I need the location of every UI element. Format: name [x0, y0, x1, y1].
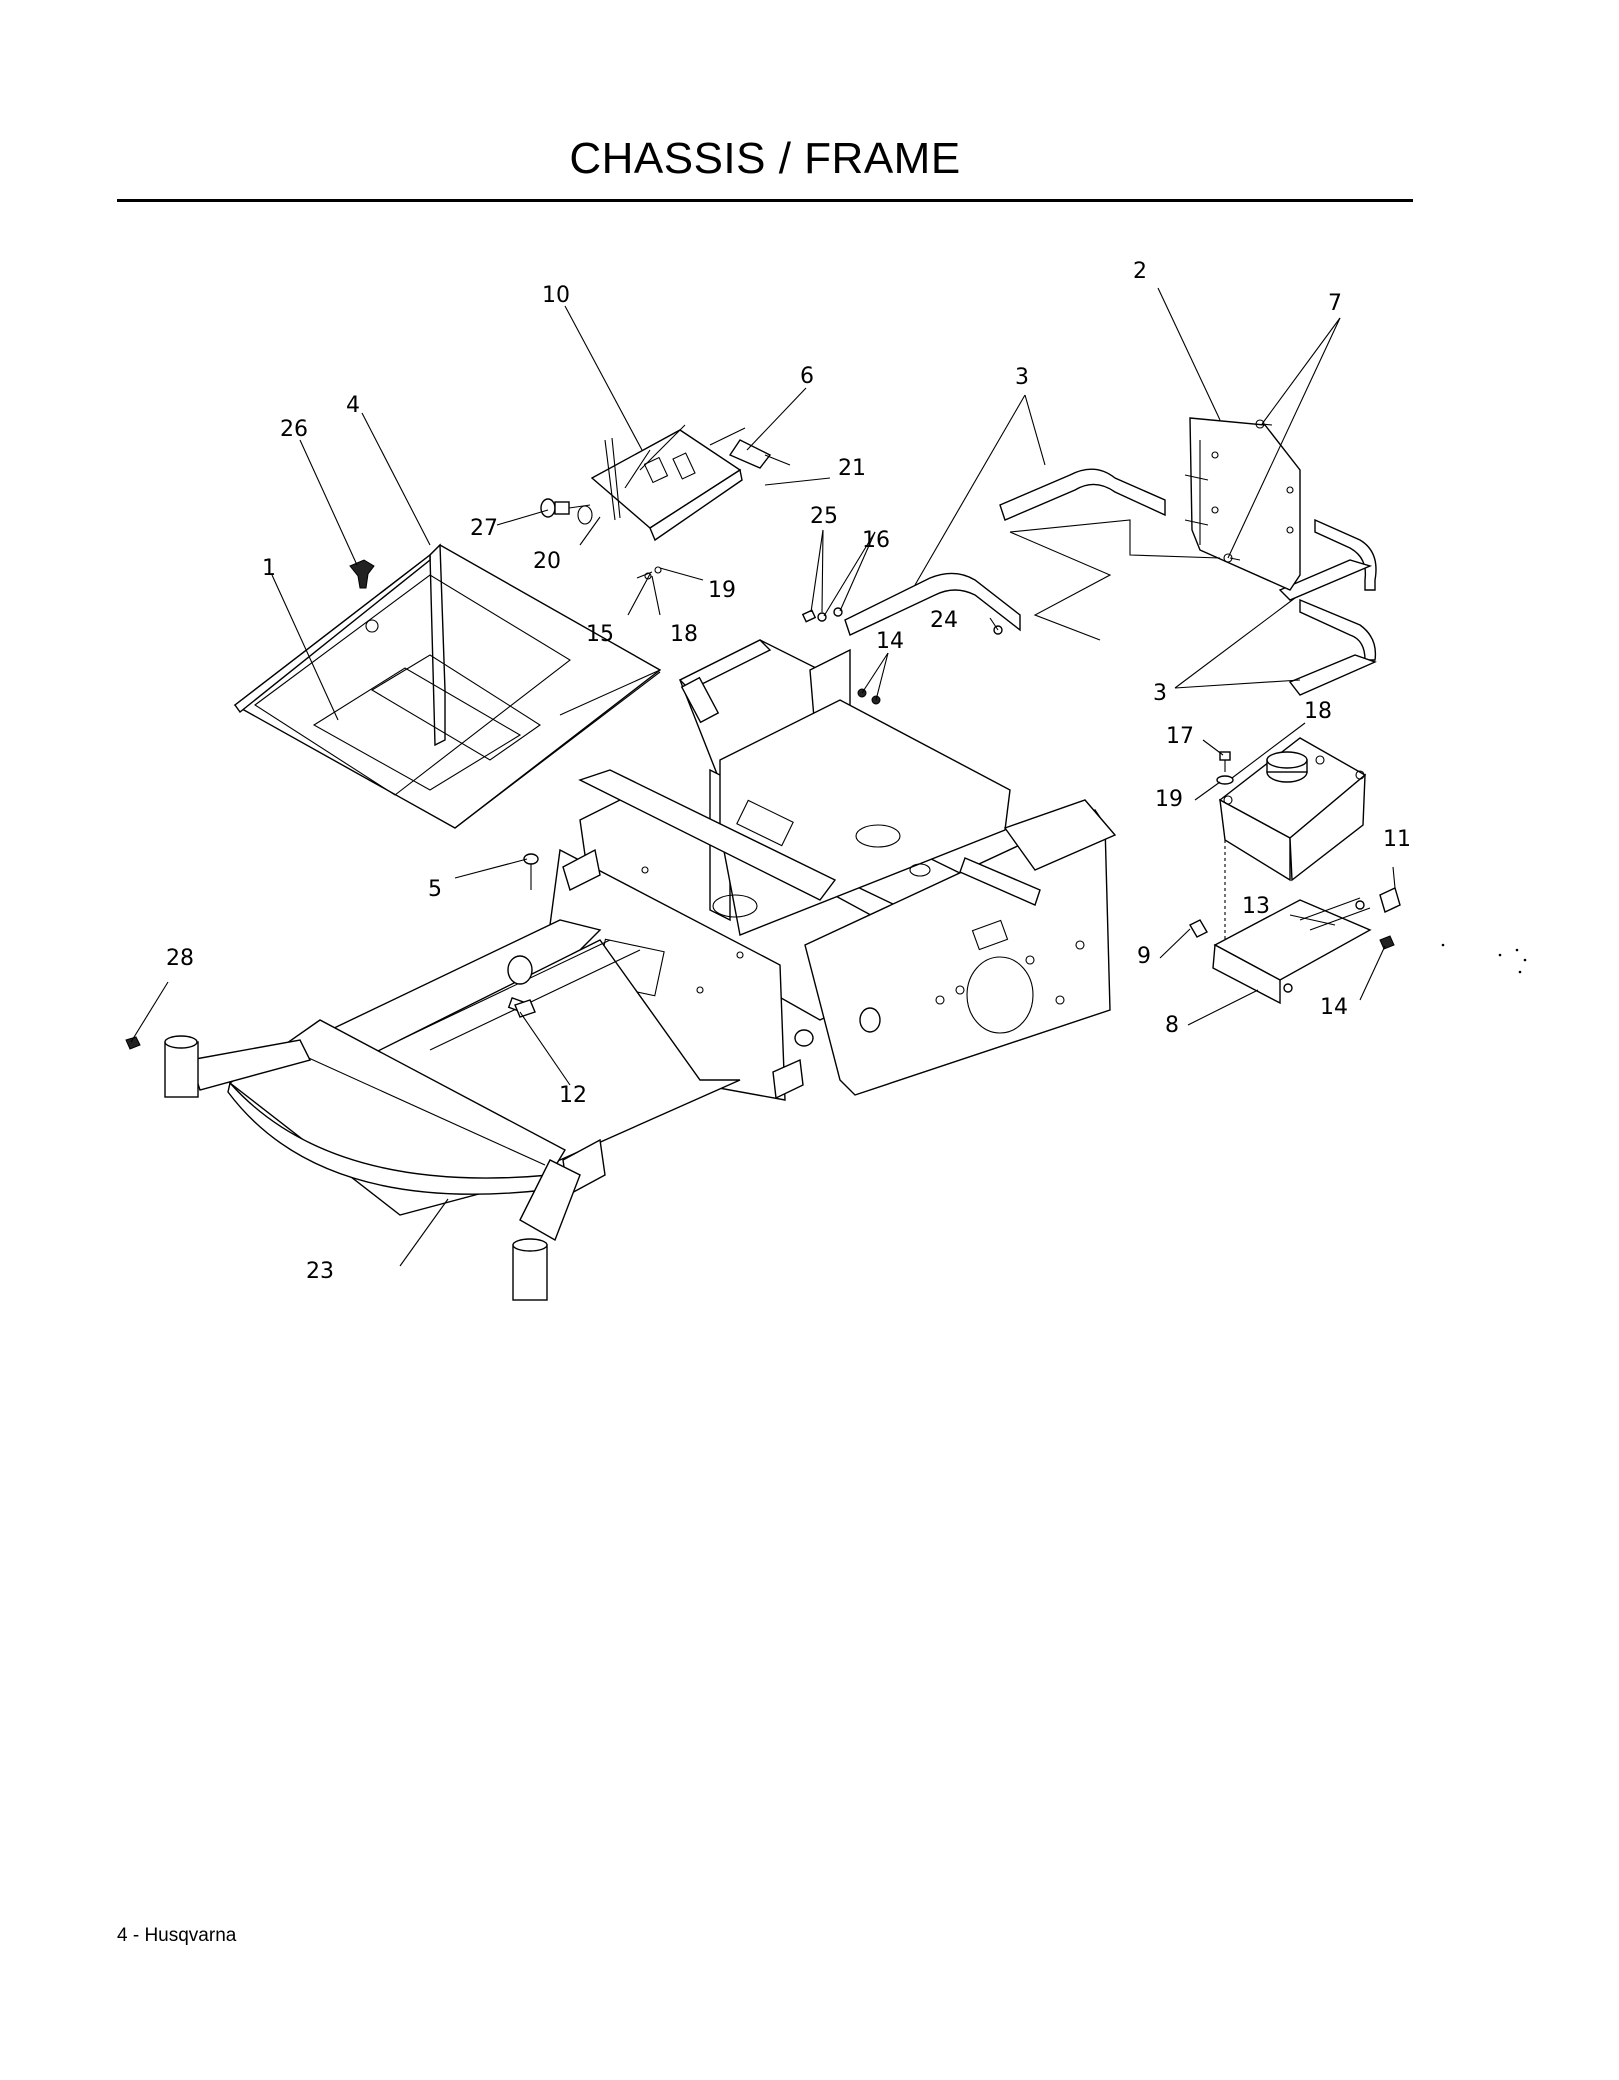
- callout-12: 12: [559, 1083, 587, 1108]
- console-plate: [590, 424, 791, 542]
- callout-16: 16: [862, 528, 890, 553]
- callout-4: 4: [346, 393, 360, 418]
- knob-part-26: [349, 559, 375, 589]
- leader-lines: [130, 287, 1396, 1267]
- rops-bars: [844, 417, 1377, 696]
- page-footer: 4 - Husqvarna: [117, 1925, 237, 1946]
- callout-labels: 1 2 3 3 4 5 6 7 8 9 10 11 12 13 14 14 15…: [166, 259, 1411, 1284]
- callout-18-tank: 18: [1304, 699, 1332, 724]
- callout-14-tank: 14: [1320, 995, 1348, 1020]
- title-divider: [117, 199, 1413, 202]
- callout-28: 28: [166, 946, 194, 971]
- callout-9: 9: [1137, 944, 1151, 969]
- callout-23: 23: [306, 1259, 334, 1284]
- floor-pan: [233, 543, 662, 829]
- callout-3-bottom: 3: [1153, 681, 1167, 706]
- callout-20: 20: [533, 549, 561, 574]
- callout-17: 17: [1166, 724, 1194, 749]
- callout-6: 6: [800, 364, 814, 389]
- knob-part-27: [540, 498, 593, 525]
- callout-27: 27: [470, 516, 498, 541]
- callout-5: 5: [428, 877, 442, 902]
- front-bumper: [125, 1019, 581, 1301]
- callout-21: 21: [838, 456, 866, 481]
- callout-8: 8: [1165, 1013, 1179, 1038]
- callout-26: 26: [280, 417, 308, 442]
- callout-7: 7: [1328, 291, 1342, 316]
- callout-3-top: 3: [1015, 365, 1029, 390]
- callout-13: 13: [1242, 894, 1270, 919]
- callout-10: 10: [542, 283, 570, 308]
- fuel-tank-assembly: [1189, 737, 1401, 1005]
- callout-24: 24: [930, 608, 958, 633]
- callout-18-console: 18: [670, 622, 698, 647]
- callout-25: 25: [810, 504, 838, 529]
- callout-11: 11: [1383, 827, 1411, 852]
- scan-specks: [1441, 943, 1527, 974]
- callout-19-tank: 19: [1155, 787, 1183, 812]
- callout-1: 1: [262, 556, 276, 581]
- callout-19-console: 19: [708, 578, 736, 603]
- callout-2: 2: [1133, 259, 1147, 284]
- callout-15: 15: [586, 622, 614, 647]
- callout-14-frame: 14: [876, 629, 904, 654]
- chassis-exploded-diagram: 1 2 3 3 4 5 6 7 8 9 10 11 12 13 14 14 15…: [125, 259, 1527, 1301]
- page-title: CHASSIS / FRAME: [569, 134, 961, 183]
